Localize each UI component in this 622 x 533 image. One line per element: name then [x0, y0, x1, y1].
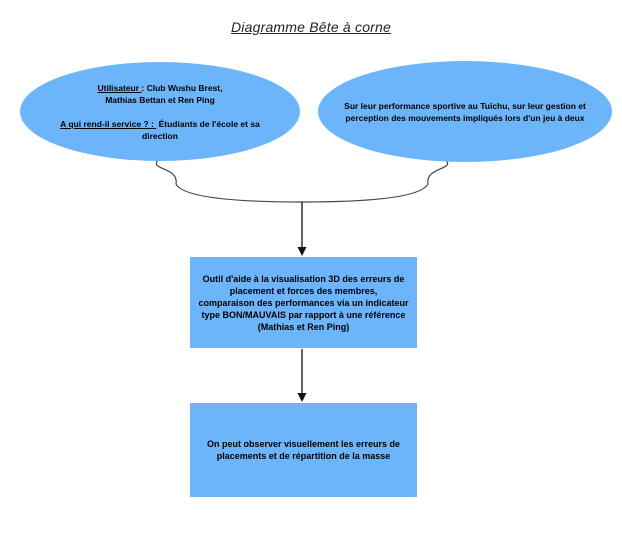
result-line-1: On peut observer visuellement les erreur… — [206, 439, 401, 449]
arrow-to-result-box — [297, 349, 307, 402]
service-answer: Étudiants de l'école et sa — [156, 118, 260, 129]
product-line-4: type BON/MAUVAIS par rapport à une référ… — [201, 309, 406, 320]
product-box: Outil d'aide à la visualisation 3D des e… — [190, 257, 417, 348]
result-line-2: placements et de répartition de la masse — [216, 451, 391, 461]
service-line-2: direction — [142, 130, 178, 141]
user-line-1: Utilisateur : Club Wushu Brest, — [97, 82, 222, 94]
arrowhead-icon — [297, 247, 307, 256]
user-label-rest: : Club Wushu Brest, — [141, 82, 223, 93]
horns-brace-connector — [155, 159, 449, 203]
purpose-line-1: Sur leur performance sportive au Tuichu,… — [344, 100, 586, 111]
arrowhead-icon — [297, 393, 307, 402]
user-line-2: Mathias Bettan et Ren Ping — [105, 94, 215, 105]
user-ellipse: Utilisateur : Club Wushu Brest, Mathias … — [20, 62, 300, 161]
purpose-ellipse: Sur leur performance sportive au Tuichu,… — [318, 61, 612, 162]
product-line-1: Outil d'aide à la visualisation 3D des e… — [202, 273, 405, 284]
service-line-1: A qui rend-il service ? : Étudiants de l… — [60, 118, 260, 130]
service-question-underlined: A qui rend-il service ? : — [60, 118, 157, 129]
user-label-underlined: Utilisateur — [97, 82, 142, 93]
result-box: On peut observer visuellement les erreur… — [190, 403, 417, 497]
product-line-5: (Mathias et Ren Ping) — [257, 321, 350, 332]
diagram-title: Diagramme Bête à corne — [230, 19, 392, 35]
arrow-to-product-box — [297, 202, 307, 256]
product-line-2: placement et forces des membres, — [229, 285, 378, 296]
purpose-line-2: perception des mouvements impliqués lors… — [345, 112, 585, 123]
product-line-3: comparaison des performances via un indi… — [198, 297, 409, 308]
